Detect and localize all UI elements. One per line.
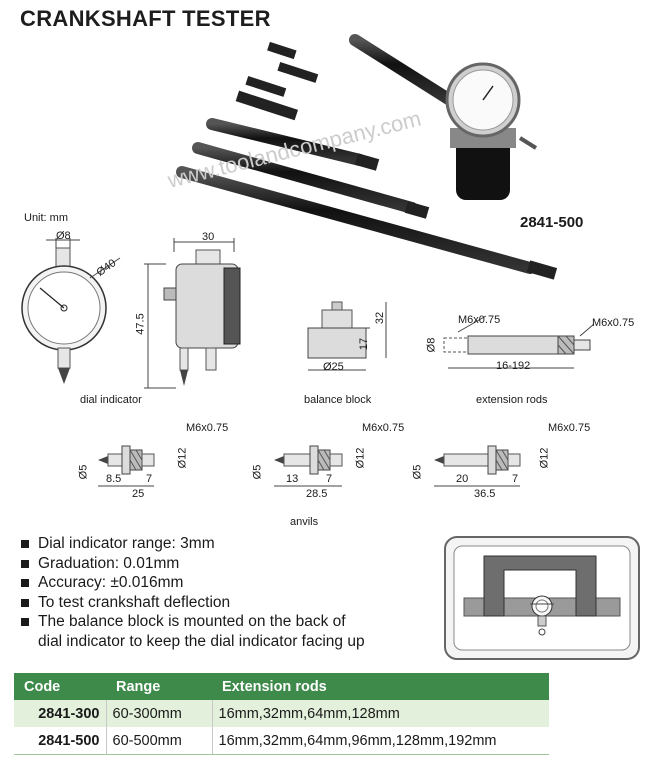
anvil2-d12: Ø12 <box>354 447 367 469</box>
anvil2-b: 7 <box>326 473 333 485</box>
anvil-drawing-2 <box>274 445 343 487</box>
balance-block-drawing <box>307 301 387 371</box>
anvil2-a: 13 <box>286 473 299 485</box>
cell-range: 60-500mm <box>106 727 213 755</box>
table-header-row: Code Range Extension rods <box>14 673 549 700</box>
extension-rod-drawing <box>443 315 595 369</box>
cell-code: 2841-300 <box>14 700 107 727</box>
rod-dim-d8: Ø8 <box>425 337 438 353</box>
side-dim-47: 47.5 <box>134 313 147 335</box>
cell-rods: 16mm,32mm,64mm,128mm <box>212 700 549 727</box>
cell-range: 60-300mm <box>106 700 213 727</box>
rod-dim-length: 16-192 <box>496 360 531 372</box>
anvil3-total: 36.5 <box>474 488 496 500</box>
usage-illustration <box>444 536 640 660</box>
dial-indicator-drawing <box>21 238 121 384</box>
block-caption: balance block <box>304 394 372 406</box>
rod-thread-right: M6x0.75 <box>592 317 635 329</box>
anvil1-b: 7 <box>146 473 153 485</box>
unit-label: Unit: mm <box>24 212 68 224</box>
anvil2-thread: M6x0.75 <box>362 422 405 434</box>
dial-dim-d8: Ø8 <box>56 230 71 242</box>
table-row: 2841-500 60-500mm 16mm,32mm,64mm,96mm,12… <box>14 727 549 755</box>
cell-code: 2841-500 <box>14 727 107 755</box>
anvil-drawing-1 <box>98 445 155 487</box>
anvil3-thread: M6x0.75 <box>548 422 591 434</box>
block-dim-17: 17 <box>358 337 371 351</box>
anvil2-total: 28.5 <box>306 488 328 500</box>
feature-list: Dial indicator range: 3mm Graduation: 0.… <box>20 534 365 651</box>
block-dim-32: 32 <box>374 311 387 325</box>
col-header-code: Code <box>14 673 106 700</box>
dial-gauge-photo <box>445 62 538 200</box>
anvil1-d12: Ø12 <box>176 447 189 469</box>
anvil3-a: 20 <box>456 473 469 485</box>
dial-side-drawing <box>144 238 241 389</box>
rod-thread-left: M6x0.75 <box>458 314 501 326</box>
col-header-extension-rods: Extension rods <box>212 673 549 700</box>
anvil1-a: 8.5 <box>106 473 122 485</box>
side-dim-30: 30 <box>202 231 215 243</box>
feature-item: Accuracy: ±0.016mm <box>20 573 365 593</box>
extension-rods <box>176 34 536 274</box>
rods-caption: extension rods <box>476 394 548 406</box>
feature-item: To test crankshaft deflection <box>20 593 365 613</box>
col-header-range: Range <box>106 673 212 700</box>
dial-caption: dial indicator <box>80 394 142 406</box>
anvil2-d5: Ø5 <box>251 464 264 480</box>
feature-item: The balance block is mounted on the back… <box>20 612 365 632</box>
feature-item: Graduation: 0.01mm <box>20 554 365 574</box>
anvil1-thread: M6x0.75 <box>186 422 229 434</box>
cell-rods: 16mm,32mm,64mm,96mm,128mm,192mm <box>212 727 549 755</box>
anvil-pieces <box>235 41 319 121</box>
anvil1-d5: Ø5 <box>77 464 90 480</box>
table-row: 2841-300 60-300mm 16mm,32mm,64mm,128mm <box>14 700 549 727</box>
anvil3-b: 7 <box>512 473 519 485</box>
feature-item-continuation: dial indicator to keep the dial indicato… <box>38 632 365 650</box>
spec-table: Code Range Extension rods 2841-300 60-30… <box>14 673 549 755</box>
anvil3-d5: Ø5 <box>411 464 424 480</box>
anvil1-total: 25 <box>132 488 145 500</box>
anvil3-d12: Ø12 <box>538 447 551 469</box>
product-photo: www.toolandcompany.com <box>164 34 558 280</box>
page-title: CRANKSHAFT TESTER <box>20 6 271 31</box>
model-number: 2841-500 <box>520 214 584 231</box>
feature-item: Dial indicator range: 3mm <box>20 534 365 554</box>
anvil-drawing-3 <box>434 445 521 487</box>
anvils-caption: anvils <box>290 516 319 528</box>
block-dim-d25: Ø25 <box>323 361 344 373</box>
